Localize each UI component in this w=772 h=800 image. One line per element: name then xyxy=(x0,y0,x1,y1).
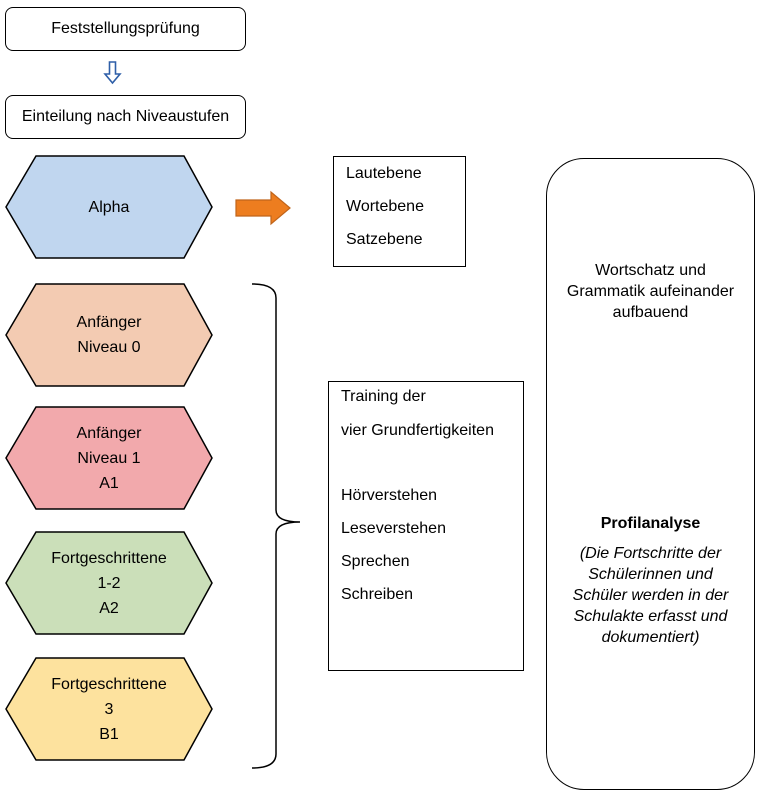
skill-schreiben: Schreiben xyxy=(341,586,414,603)
level-line: Niveau 0 xyxy=(77,339,141,356)
hexagon-alpha xyxy=(5,155,213,259)
level-line: 1-2 xyxy=(97,574,121,592)
note-line: Schülerinnen und xyxy=(588,566,713,583)
curly-brace xyxy=(251,283,301,769)
wortebene-text: Wortebene xyxy=(346,198,424,215)
level-line: A2 xyxy=(99,599,119,617)
hexagon-fortgeschrittene-1-2-label: Fortgeschrittene 1-2 A2 xyxy=(6,532,212,634)
profilanalyse-panel xyxy=(546,158,755,790)
skill-hoerverstehen: Hörverstehen xyxy=(341,487,438,504)
hexagon-fortgeschrittene-1-2 xyxy=(5,531,213,635)
level-line: 3 xyxy=(104,700,114,718)
training-heading-line: Training der xyxy=(341,388,426,405)
lautebene-text: Lautebene xyxy=(346,165,422,182)
note-line: dokumentiert) xyxy=(601,629,700,646)
einteilung-label: Einteilung nach Niveaustufen xyxy=(21,108,230,125)
wortschatz-line: Wortschatz und xyxy=(595,262,706,279)
hexagon-fortgeschrittene-3-label: Fortgeschrittene 3 B1 xyxy=(6,658,212,760)
alpha-content-box: Lautebene Wortebene Satzebene xyxy=(333,156,466,267)
hexagon-anfaenger-1-label: Anfänger Niveau 1 A1 xyxy=(6,407,212,509)
level-line: A1 xyxy=(99,474,119,492)
training-heading-line: vier Grundfertigkeiten xyxy=(341,422,494,439)
feststellungspruefung-label: Feststellungsprüfung xyxy=(51,20,200,37)
training-box: Training der vier Grundfertigkeiten Hörv… xyxy=(328,381,524,671)
skill-sprechen: Sprechen xyxy=(341,553,410,570)
profilanalyse-note: (Die Fortschritte der Schülerinnen und S… xyxy=(546,543,755,648)
hexagon-fortgeschrittene-3 xyxy=(5,657,213,761)
profilanalyse-title: Profilanalyse xyxy=(600,515,701,532)
wortschatz-text: Wortschatz und Grammatik aufeinander auf… xyxy=(546,260,755,323)
note-line: Schulakte erfasst und xyxy=(573,608,728,625)
note-line: (Die Fortschritte der xyxy=(579,545,722,562)
level-line: Niveau 1 xyxy=(77,449,141,467)
down-arrow-icon xyxy=(103,61,122,85)
feststellungspruefung-box: Feststellungsprüfung xyxy=(5,7,246,51)
wortschatz-line: Grammatik aufeinander xyxy=(566,283,735,300)
skill-leseverstehen: Leseverstehen xyxy=(341,520,446,537)
alpha-line: Alpha xyxy=(88,198,130,216)
level-line: Fortgeschrittene xyxy=(51,675,167,693)
level-line: B1 xyxy=(99,725,119,743)
wortschatz-line: aufbauend xyxy=(612,304,689,321)
hexagon-anfaenger-0-label: Anfänger Niveau 0 xyxy=(6,284,212,386)
hexagon-anfaenger-0 xyxy=(5,283,213,387)
satzebene-text: Satzebene xyxy=(346,231,423,248)
note-line: Schüler werden in der xyxy=(572,587,729,604)
level-line: Fortgeschrittene xyxy=(51,549,167,567)
hexagon-anfaenger-1 xyxy=(5,406,213,510)
right-arrow-icon xyxy=(235,190,291,226)
level-line: Anfänger xyxy=(76,314,142,331)
level-line: Anfänger xyxy=(76,424,142,442)
hexagon-alpha-label: Alpha xyxy=(6,156,212,258)
einteilung-box: Einteilung nach Niveaustufen xyxy=(5,95,246,139)
